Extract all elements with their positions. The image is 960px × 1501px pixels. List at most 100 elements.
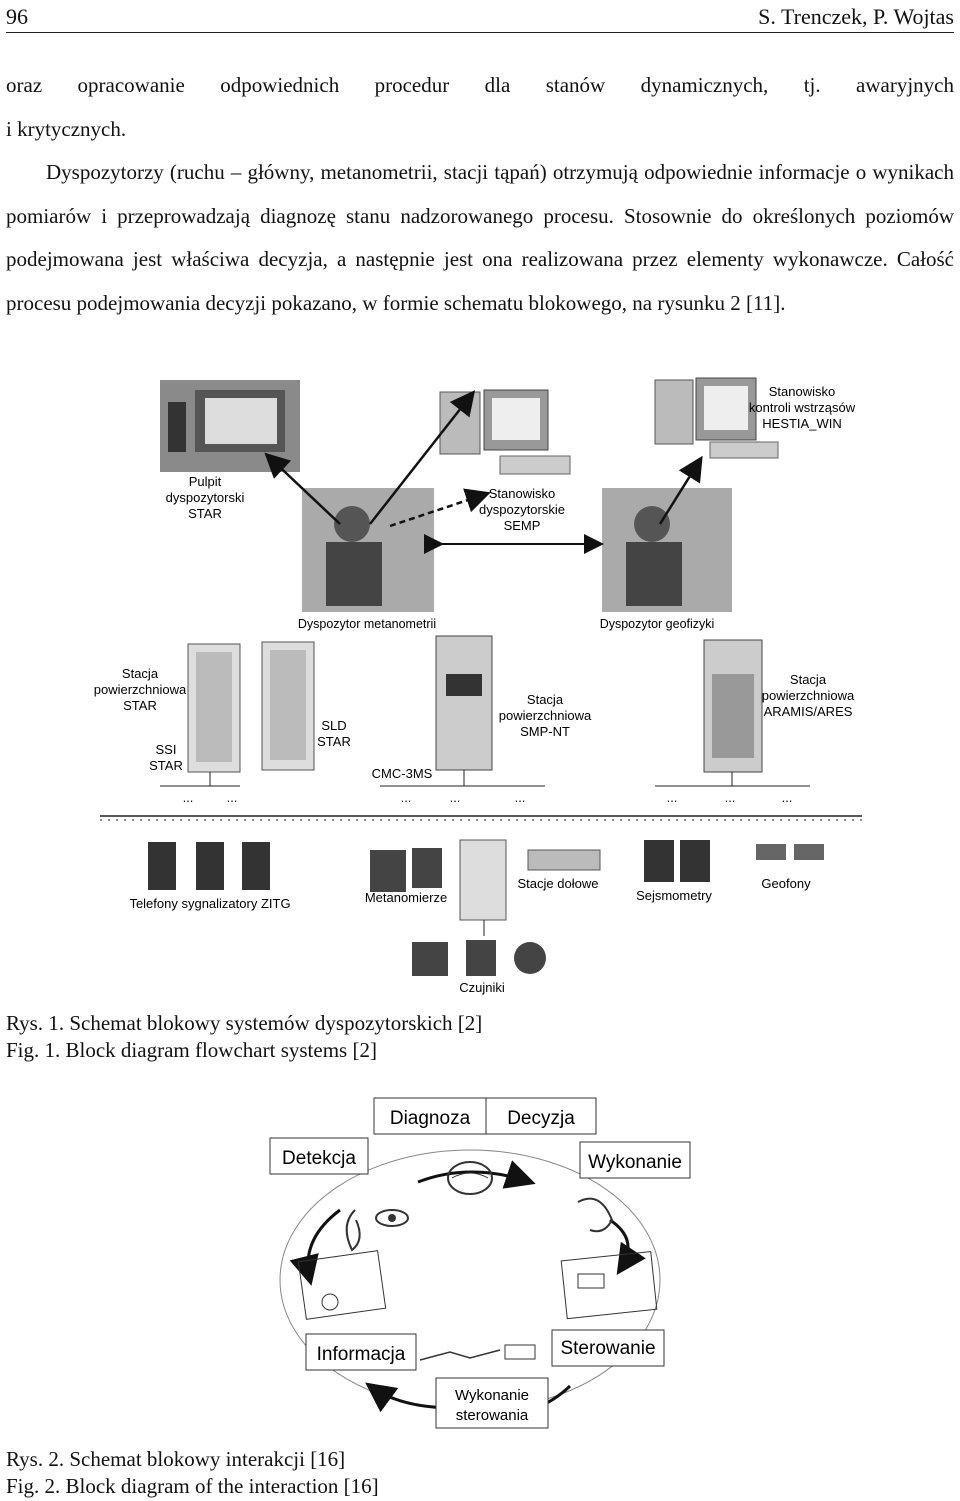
- figure-2-interaction-diagram: Diagnoza Decyzja Detekcja Wykonanie Info…: [269, 1097, 691, 1429]
- arrow-hestia: [658, 455, 703, 525]
- svg-text:STAR: STAR: [188, 506, 222, 521]
- svg-text:Stanowisko: Stanowisko: [769, 384, 835, 399]
- telephones-devices: [148, 842, 270, 890]
- actuator-sketch: [419, 1344, 536, 1361]
- metanomierze-label: Metanomierze: [365, 890, 447, 905]
- box-sterowanie: Sterowanie: [551, 1329, 665, 1367]
- body-text: oraz opracowanie odpowiednich procedur d…: [6, 64, 954, 325]
- svg-text:kontroli wstrząsów: kontroli wstrząsów: [749, 400, 856, 415]
- svg-text:SMP-NT: SMP-NT: [520, 724, 570, 739]
- cycle-arrow-top: [417, 1160, 536, 1189]
- svg-text:SSI: SSI: [156, 742, 177, 757]
- hestia-computer: [654, 377, 779, 459]
- svg-text:ARAMIS/ARES: ARAMIS/ARES: [764, 704, 853, 719]
- arrow-semp-dashed: [389, 488, 491, 528]
- svg-text:...: ...: [450, 790, 461, 805]
- dysp-met-label: Dyspozytor metanometrii: [298, 617, 436, 631]
- svg-text:...: ...: [515, 790, 526, 805]
- svg-text:STAR: STAR: [149, 758, 183, 773]
- control-panel-sketch: [560, 1251, 658, 1320]
- methane-meters-devices: [370, 848, 442, 892]
- svg-text:dyspozytorskie: dyspozytorskie: [479, 502, 565, 517]
- cabinet-ssi: [187, 643, 241, 773]
- brain-sketch: [447, 1161, 493, 1195]
- cycle-ellipse: [279, 1149, 661, 1411]
- figure-1-caption-pl: Rys. 1. Schemat blokowy systemów dyspozy…: [6, 1011, 483, 1035]
- hand-sketch: [577, 1197, 614, 1233]
- svg-text:Stacja: Stacja: [122, 666, 159, 681]
- box-wykonanie: Wykonanie: [579, 1141, 691, 1179]
- cabinet-sld: [261, 641, 315, 771]
- svg-text:Sterowanie: Sterowanie: [560, 1338, 655, 1359]
- sld-label: SLD STAR: [317, 718, 351, 749]
- svg-text:Stacja: Stacja: [527, 692, 564, 707]
- instruments-sketch: [297, 1250, 387, 1320]
- svg-text:Stacja: Stacja: [790, 672, 827, 687]
- figure-2-caption-en: Fig. 2. Block diagram of the interaction…: [6, 1474, 379, 1498]
- svg-text:...: ...: [667, 790, 678, 805]
- figure-2-caption-pl: Rys. 2. Schemat blokowy interakcji [16]: [6, 1447, 346, 1471]
- svg-text:...: ...: [183, 790, 194, 805]
- arrow-semp: [369, 390, 476, 525]
- semp-computer: [439, 389, 571, 475]
- svg-text:...: ...: [725, 790, 736, 805]
- cycle-arrow-right: [609, 1218, 646, 1275]
- box-detekcja: Detekcja: [269, 1137, 369, 1175]
- svg-text:dyspozytorski: dyspozytorski: [166, 490, 245, 505]
- pulpit-label: Pulpit dyspozytorski STAR: [166, 474, 245, 521]
- svg-text:STAR: STAR: [123, 698, 157, 713]
- figure-2-caption: Rys. 2. Schemat blokowy interakcji [16] …: [6, 1446, 379, 1500]
- svg-text:Detekcja: Detekcja: [282, 1148, 356, 1169]
- bus-dots: ... ... ... ... ... ... ... ...: [183, 790, 793, 805]
- hestia-label: Stanowisko kontroli wstrząsów HESTIA_WIN: [749, 384, 856, 431]
- svg-text:SLD: SLD: [321, 718, 346, 733]
- svg-text:Wykonanie: Wykonanie: [588, 1152, 682, 1173]
- dispatcher-geophysics-photo: [602, 488, 732, 612]
- seismometers-devices: [644, 840, 710, 882]
- ear-eye-sketch: [345, 1209, 409, 1252]
- cycle-arrow-left: [289, 1208, 341, 1286]
- dysp-geo-label: Dyspozytor geofizyki: [600, 617, 715, 631]
- svg-text:Informacja: Informacja: [317, 1344, 406, 1365]
- aramis-label: Stacja powierzchniowa ARAMIS/ARES: [762, 672, 855, 719]
- figure-1-caption: Rys. 1. Schemat blokowy systemów dyspozy…: [6, 1010, 482, 1064]
- box-decyzja: Decyzja: [485, 1097, 597, 1135]
- svg-text:Pulpit: Pulpit: [189, 474, 222, 489]
- svg-text:Decyzja: Decyzja: [507, 1108, 575, 1129]
- cmc-label: CMC-3MS: [372, 766, 433, 781]
- paragraph-2: Dyspozytorzy (ruchu – główny, metanometr…: [6, 160, 954, 315]
- svg-text:HESTIA_WIN: HESTIA_WIN: [762, 416, 841, 431]
- svg-text:Stanowisko: Stanowisko: [489, 486, 555, 501]
- page-header: 96 S. Trenczek, P. Wojtas: [6, 0, 954, 33]
- sensors-devices: [412, 940, 546, 976]
- sejsmometry-label: Sejsmometry: [636, 888, 712, 903]
- stacje-dolowe-label: Stacje dołowe: [518, 876, 599, 891]
- cabinet-cmc: [435, 635, 493, 771]
- box-diagnoza: Diagnoza: [373, 1097, 487, 1135]
- svg-text:STAR: STAR: [317, 734, 351, 749]
- smp-label: Stacja powierzchniowa SMP-NT: [499, 692, 592, 739]
- svg-text:powierzchniowa: powierzchniowa: [499, 708, 592, 723]
- svg-text:...: ...: [227, 790, 238, 805]
- paragraph-1-line-2: i krytycznych.: [6, 116, 127, 141]
- svg-text:Wykonanie: Wykonanie: [455, 1387, 529, 1404]
- svg-text:sterowania: sterowania: [456, 1407, 529, 1424]
- svg-text:SEMP: SEMP: [504, 518, 541, 533]
- cabinet-aramis: [703, 639, 763, 773]
- semp-label: Stanowisko dyspozytorskie SEMP: [479, 486, 565, 533]
- arrow-pulpit: [264, 452, 341, 525]
- running-authors: S. Trenczek, P. Wojtas: [758, 4, 954, 29]
- central-station-device: [459, 839, 507, 921]
- page-number: 96: [6, 4, 28, 29]
- svg-text:powierzchniowa: powierzchniowa: [94, 682, 187, 697]
- paragraph-1-line-1: oraz opracowanie odpowiednich procedur d…: [6, 73, 954, 97]
- box-informacja: Informacja: [305, 1333, 417, 1371]
- svg-text:powierzchniowa: powierzchniowa: [762, 688, 855, 703]
- ssi-label: SSI STAR: [149, 742, 183, 773]
- underground-station-device: [527, 849, 601, 871]
- czujniki-label: Czujniki: [459, 980, 505, 995]
- svg-text:...: ...: [782, 790, 793, 805]
- pulpit-photo: [160, 380, 300, 472]
- svg-text:Diagnoza: Diagnoza: [390, 1108, 471, 1129]
- figure-1-system-diagram: Pulpit dyspozytorski STAR Stanowisko dys…: [94, 377, 862, 995]
